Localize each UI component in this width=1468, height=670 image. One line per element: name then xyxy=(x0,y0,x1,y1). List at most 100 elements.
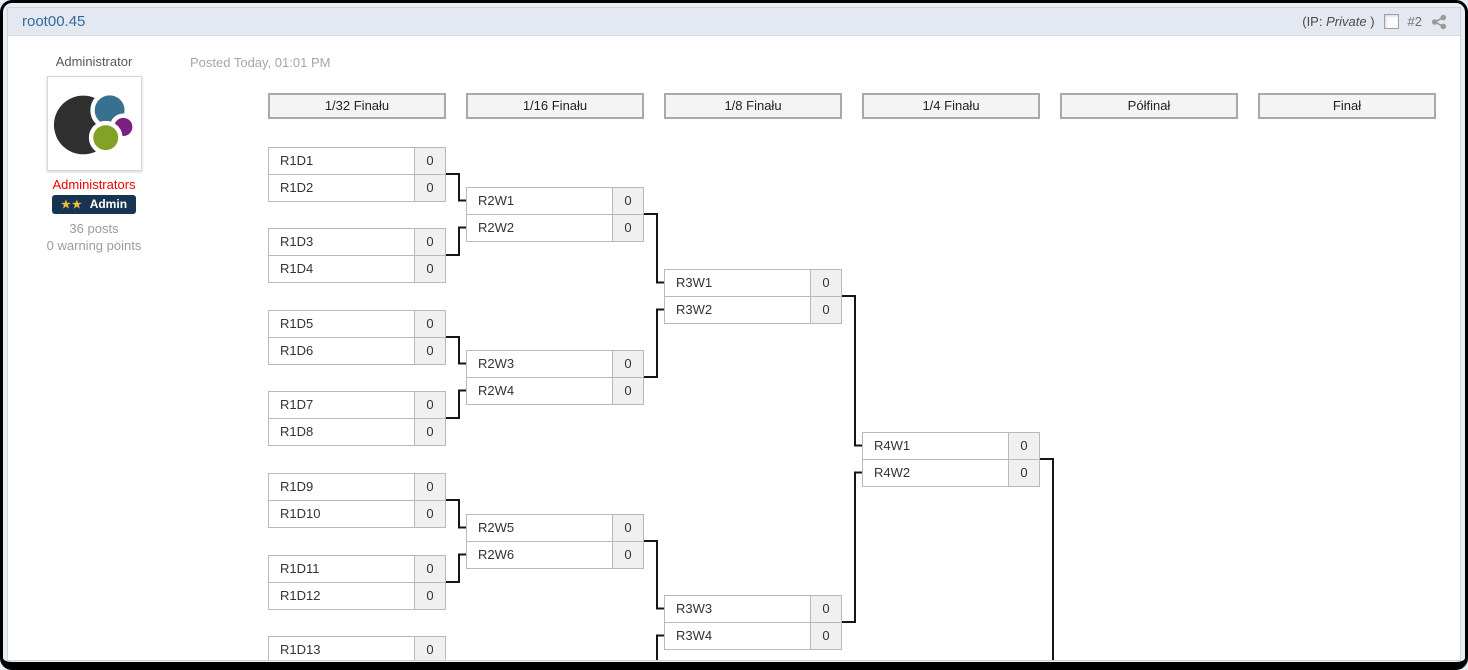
author-panel: Administrator Administrators ★★ Admin 36 … xyxy=(34,54,154,253)
match-row: R2W3 0 xyxy=(466,350,644,378)
match-row: R1D6 0 xyxy=(268,337,446,365)
match-score: 0 xyxy=(414,229,445,255)
match-score: 0 xyxy=(612,378,643,404)
match-score: 0 xyxy=(414,637,445,660)
match-row: R1D10 0 xyxy=(268,500,446,528)
participant-name: R2W3 xyxy=(478,356,515,371)
match-score: 0 xyxy=(810,270,841,296)
match-score: 0 xyxy=(414,338,445,364)
participant-name: R1D2 xyxy=(280,180,314,195)
participant-name: R1D12 xyxy=(280,588,321,603)
match-row: R1D7 0 xyxy=(268,391,446,419)
participant-name: R3W1 xyxy=(676,275,713,290)
match-row: R1D9 0 xyxy=(268,473,446,501)
participant-name: R1D7 xyxy=(280,397,314,412)
participant-name: R1D4 xyxy=(280,261,314,276)
match-score: 0 xyxy=(414,556,445,582)
share-icon[interactable] xyxy=(1431,14,1447,30)
match-row: R1D5 0 xyxy=(268,310,446,338)
match-row: R2W2 0 xyxy=(466,214,644,242)
match-row: R2W1 0 xyxy=(466,187,644,215)
match-score: 0 xyxy=(612,351,643,377)
participant-name: R3W2 xyxy=(676,302,713,317)
match-score: 0 xyxy=(414,392,445,418)
match-row: R1D2 0 xyxy=(268,174,446,202)
round-header: 1/4 Finału xyxy=(862,93,1040,119)
match-row: R1D8 0 xyxy=(268,418,446,446)
match-score: 0 xyxy=(414,419,445,445)
match-score: 0 xyxy=(612,515,643,541)
participant-name: R4W2 xyxy=(874,465,911,480)
match-score: 0 xyxy=(414,501,445,527)
round-header: 1/16 Finału xyxy=(466,93,644,119)
round-header: Półfinał xyxy=(1060,93,1238,119)
author-role: Administrator xyxy=(55,54,133,69)
admin-badge: ★★ Admin xyxy=(51,195,137,214)
participant-name: R1D5 xyxy=(280,316,314,331)
match-score: 0 xyxy=(1008,460,1039,486)
participant-name: R2W4 xyxy=(478,383,515,398)
bracket-connectors xyxy=(446,173,1054,660)
match-score: 0 xyxy=(414,583,445,609)
participant-name: R3W3 xyxy=(676,601,713,616)
participant-name: R1D11 xyxy=(280,561,320,576)
match-row: R1D12 0 xyxy=(268,582,446,610)
post-timestamp: Posted Today, 01:01 PM xyxy=(190,55,331,70)
post-number-link[interactable]: #2 xyxy=(1407,14,1422,29)
post-titlebar: root00.45 (IP: Private ) #2 xyxy=(8,8,1460,36)
author-warning-points: 0 warning points xyxy=(46,238,142,253)
match-row: R1D4 0 xyxy=(268,255,446,283)
participant-name: R1D6 xyxy=(280,343,314,358)
match-row: R1D1 0 xyxy=(268,147,446,175)
match-score: 0 xyxy=(810,623,841,649)
participant-name: R1D9 xyxy=(280,479,314,494)
participant-name: R2W2 xyxy=(478,220,515,235)
match-row: R4W2 0 xyxy=(862,459,1040,487)
participant-name: R1D13 xyxy=(280,642,321,657)
match-score: 0 xyxy=(612,188,643,214)
round-header: 1/32 Finału xyxy=(268,93,446,119)
badge-label: Admin xyxy=(89,197,128,211)
match-score: 0 xyxy=(414,474,445,500)
match-score: 0 xyxy=(1008,433,1039,459)
match-row: R1D11 0 xyxy=(268,555,446,583)
match-score: 0 xyxy=(414,256,445,282)
match-row: R2W4 0 xyxy=(466,377,644,405)
match-score: 0 xyxy=(414,175,445,201)
match-score: 0 xyxy=(414,311,445,337)
match-score: 0 xyxy=(810,596,841,622)
ip-label: (IP: Private ) xyxy=(1302,14,1375,29)
match-row: R1D13 0 xyxy=(268,636,446,660)
multiquote-checkbox[interactable] xyxy=(1383,14,1399,29)
participant-name: R2W5 xyxy=(478,520,515,535)
participant-name: R2W1 xyxy=(478,193,515,208)
match-row: R2W6 0 xyxy=(466,541,644,569)
post-panel: root00.45 (IP: Private ) #2 Administrato… xyxy=(7,7,1461,661)
round-header: Finał xyxy=(1258,93,1436,119)
author-post-count: 36 posts xyxy=(69,221,119,236)
participant-name: R1D8 xyxy=(280,424,314,439)
ipb-logo-avatar xyxy=(53,90,137,155)
topic-title: root00.45 xyxy=(22,13,86,30)
participant-name: R1D3 xyxy=(280,234,314,249)
badge-stars-icon: ★★ xyxy=(60,199,83,211)
participant-name: R3W4 xyxy=(676,628,713,643)
match-row: R2W5 0 xyxy=(466,514,644,542)
round-header: 1/8 Finału xyxy=(664,93,842,119)
match-score: 0 xyxy=(612,542,643,568)
post-meta: (IP: Private ) #2 xyxy=(1302,14,1447,30)
author-group: Administrators xyxy=(52,177,136,192)
match-row: R4W1 0 xyxy=(862,432,1040,460)
match-row: R3W3 0 xyxy=(664,595,842,623)
participant-name: R4W1 xyxy=(874,438,911,453)
match-score: 0 xyxy=(612,215,643,241)
match-row: R3W4 0 xyxy=(664,622,842,650)
match-score: 0 xyxy=(414,148,445,174)
avatar[interactable] xyxy=(46,76,142,171)
participant-name: R1D10 xyxy=(280,506,321,521)
participant-name: R1D1 xyxy=(280,153,314,168)
participant-name: R2W6 xyxy=(478,547,515,562)
match-row: R1D3 0 xyxy=(268,228,446,256)
bracket: 1/32 Finału 1/16 Finału 1/8 Finału 1/4 Fina… xyxy=(8,8,1460,660)
